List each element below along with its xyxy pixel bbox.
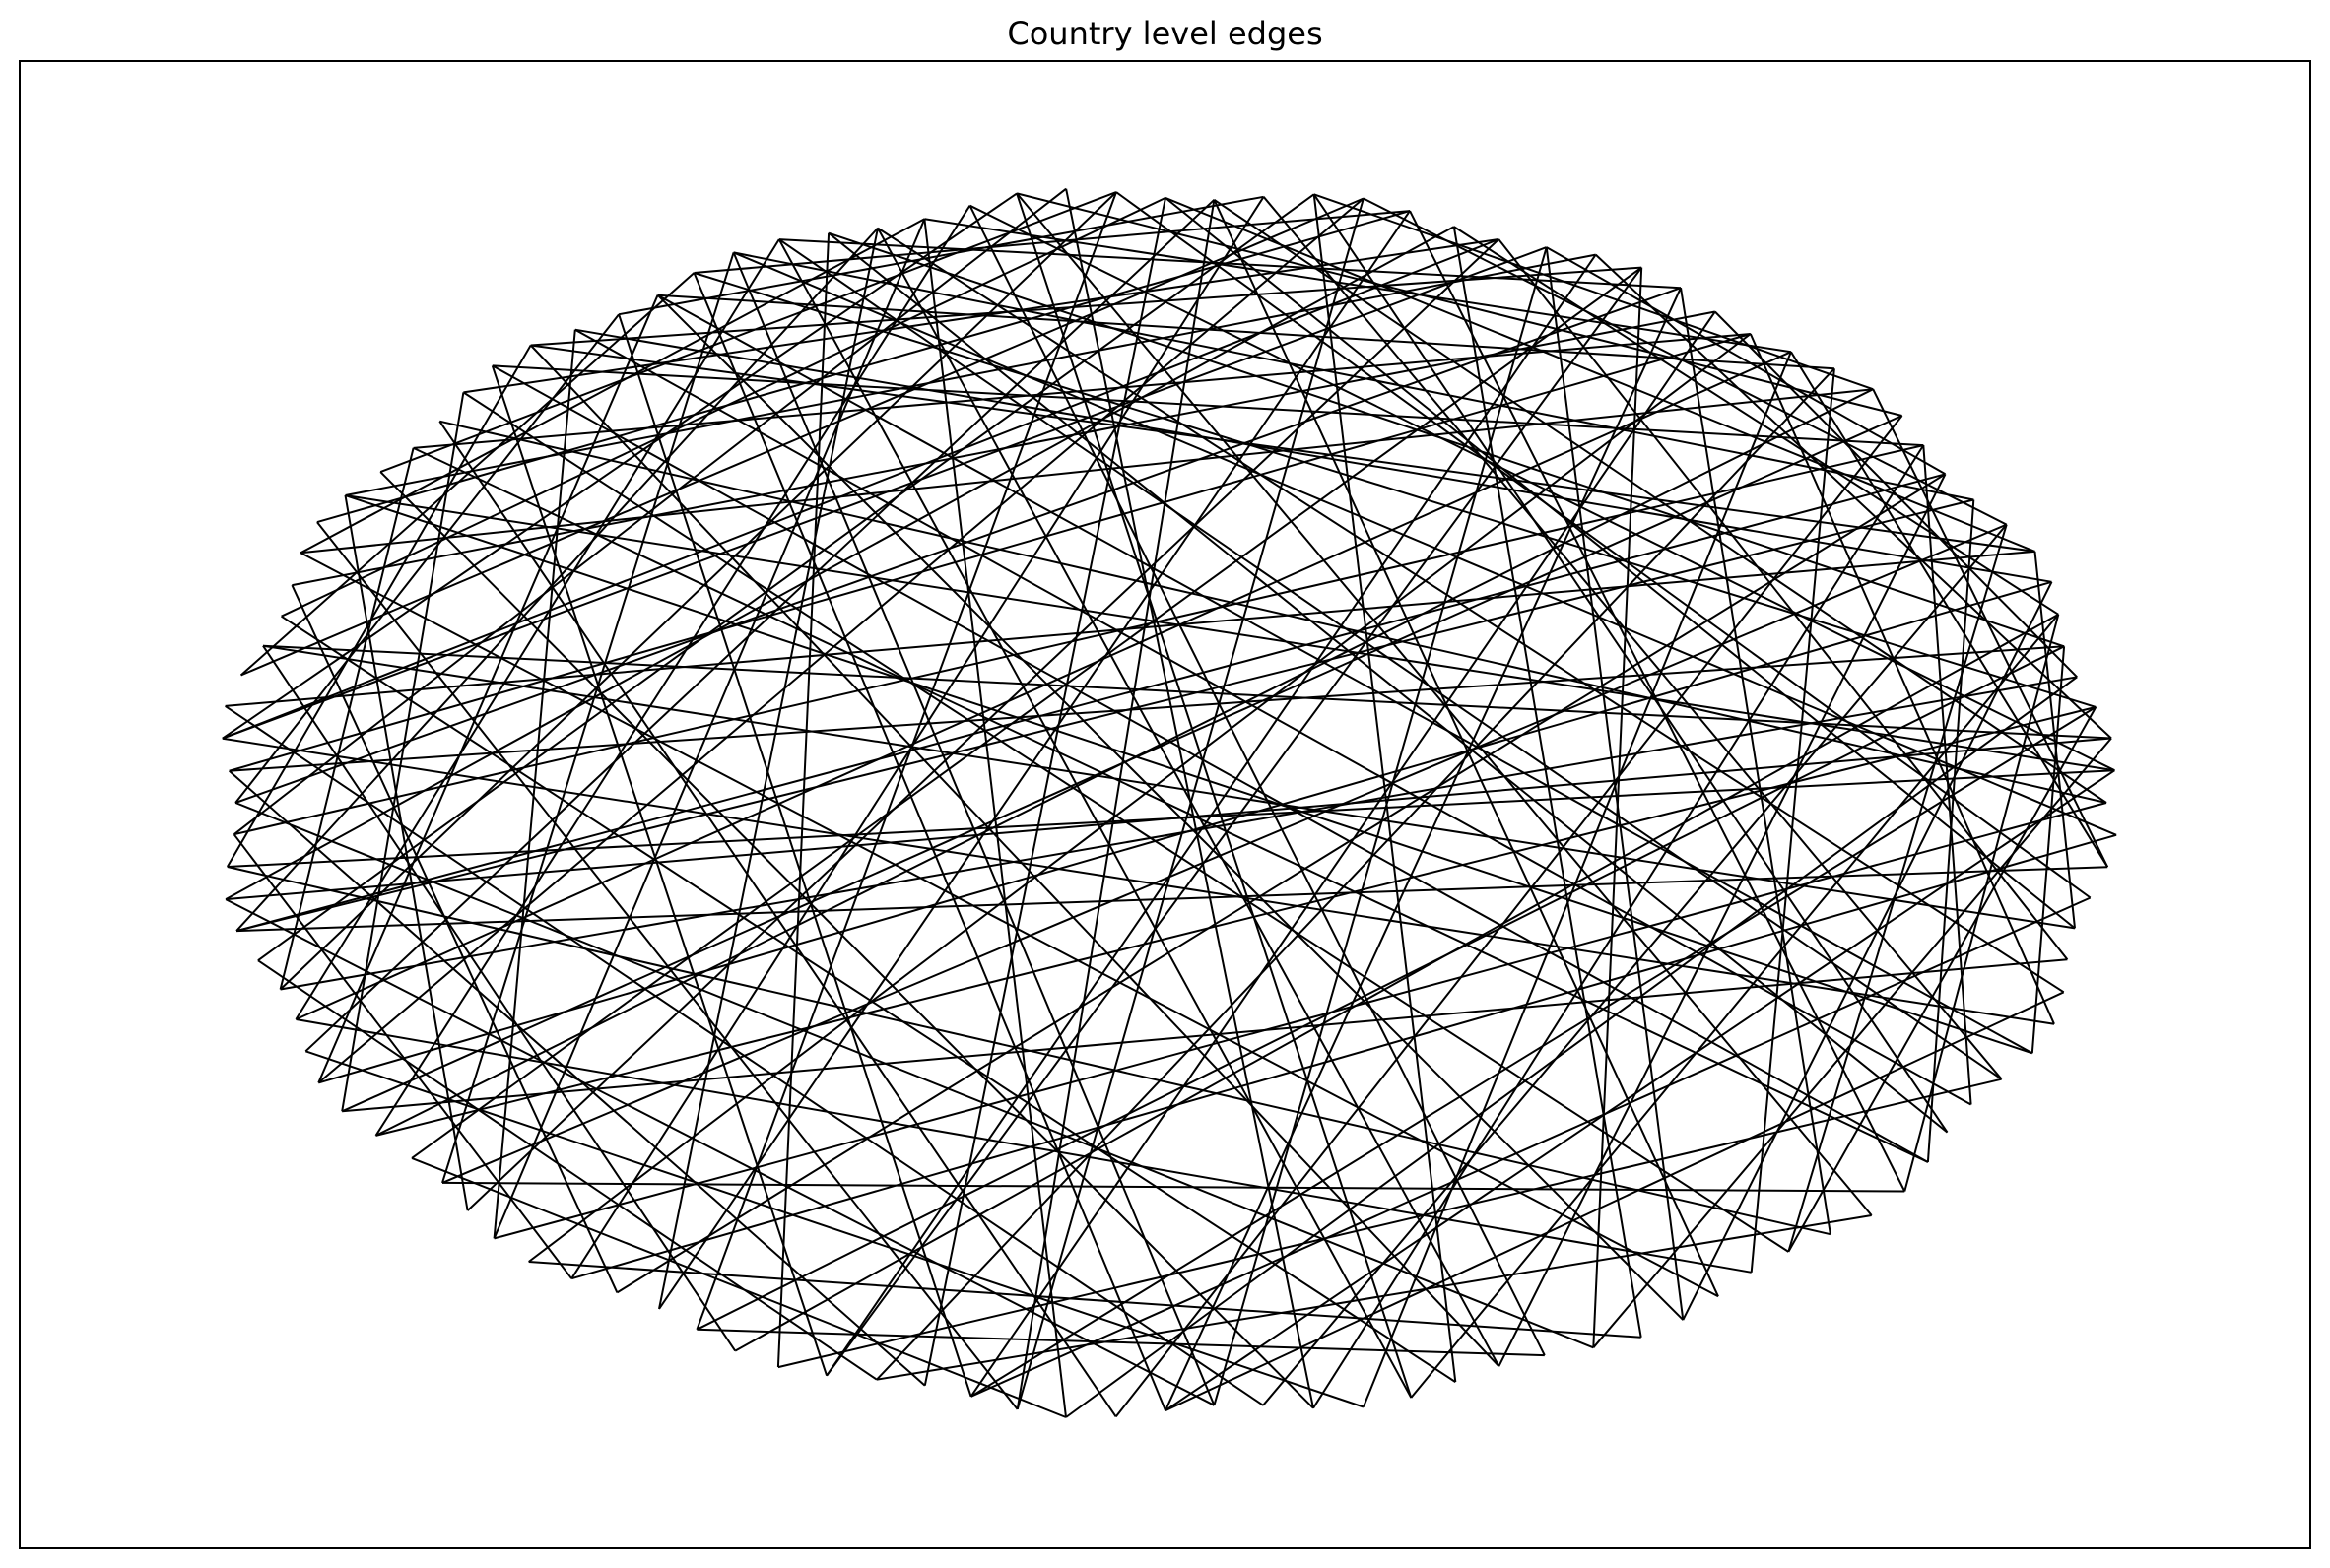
network-plot (0, 0, 2330, 1568)
